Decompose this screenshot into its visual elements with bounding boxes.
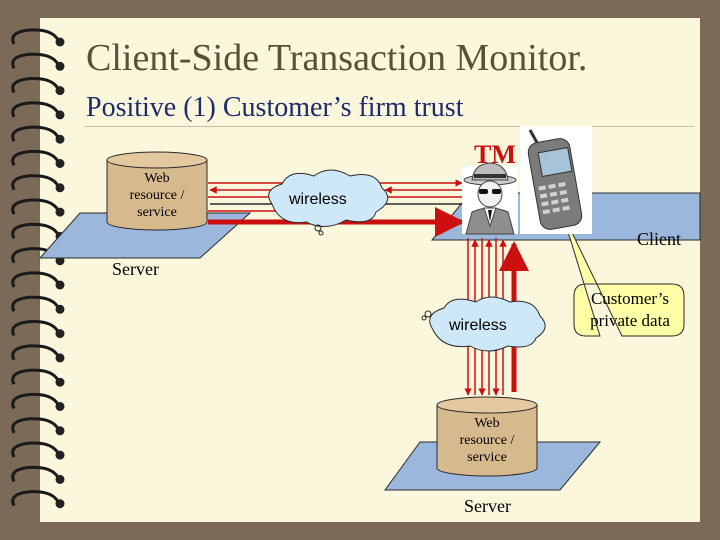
binder-hole	[55, 159, 65, 168]
web-resource-cylinder-bottom	[436, 396, 538, 477]
web-resource-label-left: Web resource / service	[107, 170, 207, 221]
binder-hole	[55, 134, 65, 144]
binder-hole	[55, 304, 65, 314]
web-resource-line1: Web	[474, 416, 500, 431]
wireless-label-top: wireless	[289, 191, 347, 208]
slide-subtitle: Positive (1) Customer’s firm trust	[86, 92, 464, 123]
web-resource-line2: resource /	[129, 188, 185, 203]
binder-ring	[11, 198, 60, 215]
binder-rings-icon	[11, 28, 65, 509]
binder-ring	[11, 295, 60, 312]
client-label: Client	[637, 229, 681, 249]
web-resource-label-bottom: Web resource / service	[437, 415, 537, 466]
binder-hole	[55, 377, 65, 387]
binder-ring	[11, 368, 60, 385]
binder-ring	[11, 320, 60, 337]
binder-hole	[55, 450, 65, 460]
binder-ring	[11, 392, 60, 410]
binder-hole	[55, 402, 65, 411]
binder-ring	[11, 101, 60, 118]
binder-hole	[55, 110, 65, 120]
private-data-callout	[561, 211, 685, 337]
binder-hole	[55, 207, 65, 217]
binder-hole	[55, 353, 65, 363]
binder-hole	[55, 499, 65, 509]
server-label-left: Server	[112, 259, 159, 279]
title-divider	[84, 126, 694, 127]
binder-hole	[55, 183, 65, 193]
binder-ring	[11, 222, 60, 240]
wireless-cloud-bottom	[421, 296, 546, 352]
binder-ring	[11, 77, 60, 94]
tm-label: TM	[474, 140, 516, 169]
mobile-phone-icon	[520, 126, 592, 234]
spy-icon	[462, 162, 518, 235]
binder-hole	[55, 61, 65, 71]
web-resource-line3: service	[467, 450, 507, 465]
binder-ring	[11, 125, 60, 142]
binder-ring	[11, 344, 60, 361]
binder-hole	[55, 329, 65, 339]
callout-line1: Customer’s	[590, 289, 670, 308]
binder-hole	[55, 280, 65, 290]
binder-ring	[11, 441, 60, 458]
binder-hole	[55, 426, 65, 436]
binder-ring	[11, 149, 60, 167]
web-resource-line2: resource /	[459, 433, 515, 448]
binder-ring	[11, 52, 60, 69]
web-resource-line1: Web	[144, 171, 170, 186]
callout-label: Customer’s private data	[580, 288, 680, 332]
slide-title: Client-Side Transaction Monitor.	[86, 37, 588, 79]
binder-ring	[11, 28, 60, 45]
binder-ring	[11, 465, 60, 483]
web-resource-cylinder-left	[106, 151, 208, 231]
binder-ring	[11, 417, 60, 434]
wireless-label-bottom: wireless	[449, 317, 507, 334]
wireless-cloud-top	[268, 169, 389, 236]
callout-line2: private data	[590, 311, 670, 330]
binder-hole	[55, 86, 65, 96]
web-resource-line3: service	[137, 205, 177, 220]
binder-ring	[11, 271, 60, 288]
server-label-bottom: Server	[464, 496, 511, 516]
binder-hole	[55, 474, 65, 484]
binder-ring	[11, 490, 60, 507]
binder-hole	[55, 37, 65, 47]
binder-ring	[11, 174, 60, 191]
